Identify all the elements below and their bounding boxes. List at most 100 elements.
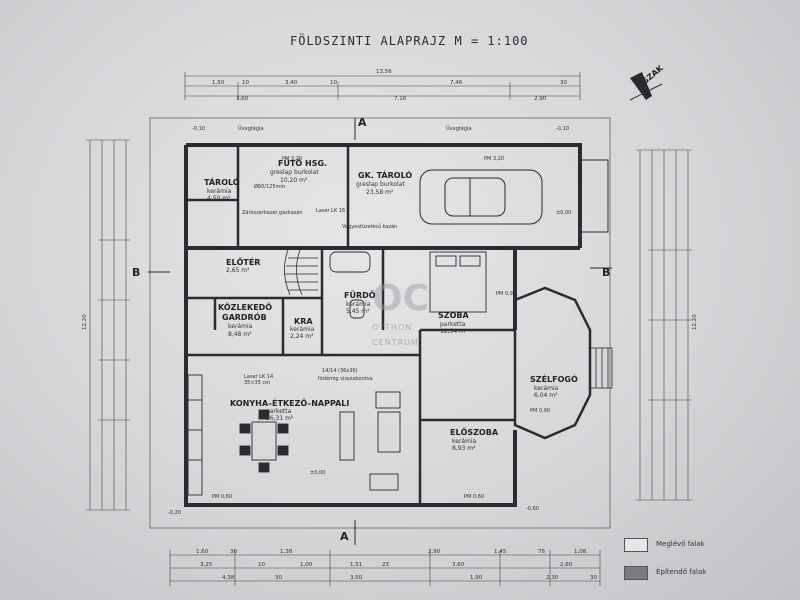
note-lvl5: -0,20 [168,510,181,516]
room-kozlek-name: KÖZLEKEDŐ [218,302,272,312]
room-furdo-finish: kerámia [346,301,371,308]
room-taroloa-finish: kerámia [207,188,232,195]
dim-left-total: 12,20 [82,314,88,330]
room-futo-area: 10,20 m² [280,177,308,184]
north-arrow-icon [629,72,663,101]
room-kozlek-area: 8,48 m² [228,331,252,338]
dim-bottom-r2-3: 1,00 [300,562,313,568]
dim-right-total: 12,20 [692,314,698,330]
interior-walls [186,145,515,505]
dim-top-2: 10 [242,80,249,86]
room-kozlek-finish: kerámia [228,323,253,330]
room-futo-name: FŰTŐ HSG. [278,158,327,168]
plan-title: FÖLDSZINTI ALAPRAJZ M = 1:100 [290,34,529,48]
watermark-line2: CENTRUM [372,338,419,347]
dim-top-row2-2: 7,16 [394,96,407,102]
legend-existing-label: Meglévő falak [656,540,705,548]
room-taroloa-area: 4,50 m² [207,195,231,202]
room-szelfogo-name: SZÉLFOGÓ [530,373,578,384]
room-szoba-name: SZOBA [438,311,469,320]
note-zarszerk: Zárószerkezet gázkazán [242,209,303,216]
dim-top-total: 13,56 [376,69,392,75]
dim-bottom-6: 76 [538,549,545,555]
right-dimensions [636,149,692,501]
dining-table-icon [239,409,289,473]
note-pm1: PM 3,20 [282,156,302,162]
room-konyha-name: KONYHA–ÉTKEZŐ–NAPPALI [230,397,349,408]
dim-top-3: 3,40 [285,80,298,86]
bed-icon [429,251,487,313]
room-szelfogo-area: 6,04 m² [534,392,558,399]
note-lvl2: -0,10 [192,126,205,132]
watermark-logo: OC [372,278,429,319]
section-a-bottom: A [340,530,349,543]
room-furdo-area: 5,45 m² [346,308,370,315]
room-gk-area: 23,58 m² [366,189,394,196]
dim-top-4: 10 [330,80,337,86]
room-eloszoba-finish: kerámia [452,438,477,445]
sofa-icon [339,391,401,491]
room-kra-name: KRA [294,317,313,326]
dim-bottom-7: 1,08 [574,549,587,555]
dim-bottom-5: 1,45 [494,549,507,555]
dim-bottom-r2-7: 2,60 [560,562,573,568]
section-b-right: B [602,266,610,279]
dim-bottom-r3-1: 4,38 [222,575,235,581]
room-szelfogo-finish: kerámia [534,385,559,392]
note-pm6: PM 0,90 [530,408,550,414]
note-slab2: födémig visszabontva [318,375,373,382]
note-lvl3: -0,10 [556,126,569,132]
room-eloszoba-area: 8,93 m² [452,445,476,452]
room-gk-name: GK. TÁROLÓ [358,169,412,180]
dim-bottom-r3-4: 1,90 [470,575,483,581]
dim-bottom-3: 1,38 [280,549,293,555]
section-b-left: B [132,266,140,279]
dim-bottom-r2-5: 23 [382,562,389,568]
bottom-dimensions [169,550,601,586]
room-eloter-area: 2,65 m² [226,267,250,274]
note-lvl4: -0,60 [526,506,539,512]
dim-top-1: 1,50 [212,80,225,86]
note-pm4: PM 0,60 [464,494,484,500]
room-kozlek-name2: GARDRÓB [222,311,267,322]
dim-bottom-r3-5: 2,30 [546,575,559,581]
room-eloszoba-name: ELŐSZOBA [450,427,499,437]
note-uveg2: Üvegtégla [446,125,472,132]
dim-bottom-r3-2: 30 [275,575,282,581]
room-kra-finish: kerámia [290,326,315,333]
staircase [284,249,318,296]
dim-top-5: 7,46 [450,80,463,86]
note-pm2: PM 3,20 [484,156,504,162]
note-lvl1: ±0,00 [556,210,571,216]
room-gk-finish: greslap burkolat [356,181,405,188]
entrance-bay [513,286,592,440]
left-dimensions [86,139,130,511]
dim-top-6: 30 [560,80,567,86]
legend-new-label: Építendő falak [656,568,707,576]
note-laser2: Laser LK 14 [244,374,273,380]
note-vegy: Vegyestüzelésű kazán [342,223,397,230]
dim-bottom-1: 1,60 [196,549,209,555]
dim-bottom-2: 30 [230,549,237,555]
room-konyha-finish: parketta [266,408,292,415]
note-lvl0: ±0,00 [310,470,325,476]
car-icon [419,169,543,225]
room-eloter-name: ELŐTÉR [226,256,260,267]
bathtub [329,251,371,319]
note-uveg1: Üvegtégla [238,125,264,132]
note-pm3: PM 0,60 [212,494,232,500]
note-laser3: 35×35 cm [244,380,270,386]
dim-bottom-r2-4: 1,51 [350,562,362,568]
section-a-top: A [358,116,367,129]
dim-bottom-r3-6: 30 [590,575,597,581]
note-laser1: Laser LK 16 [316,208,345,214]
dim-bottom-r2-6: 3,60 [452,562,465,568]
legend-new-swatch [624,566,648,580]
entrance-steps [589,347,613,389]
room-konyha-area: 36,31 m² [266,415,294,422]
room-kra-area: 2,24 m² [290,333,314,340]
garage-door [579,159,609,233]
site-outline [149,117,611,529]
room-futo-finish: greslap burkolat [270,169,319,176]
